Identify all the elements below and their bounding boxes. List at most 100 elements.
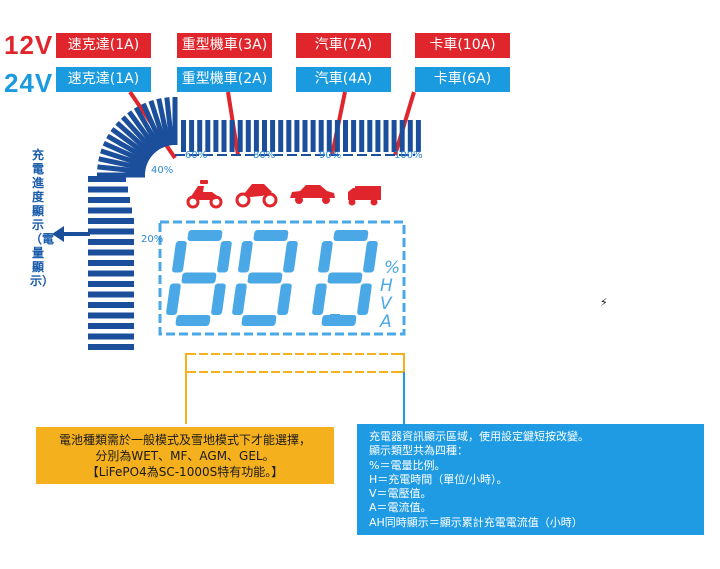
digit-segment: [238, 241, 253, 273]
progress-segment: [229, 120, 235, 152]
truck-icon: [348, 186, 381, 206]
progress-segment: [367, 120, 373, 152]
progress-segment: [343, 120, 348, 152]
progress-segment: [237, 120, 243, 152]
progress-segment: [102, 140, 149, 166]
progress-segment: [88, 344, 134, 350]
progress-segment: [213, 120, 219, 152]
progress-segment: [262, 120, 267, 152]
progress-segment: [115, 120, 155, 157]
progress-segment: [88, 291, 134, 298]
progress-segment: [88, 228, 134, 235]
progress-segment: [127, 110, 160, 153]
progress-segment: [88, 207, 132, 214]
progress-segment: [375, 120, 381, 152]
note-right-line: 充電器資訊顯示區域，使用設定鍵短按改變。: [369, 430, 589, 443]
box-24v-motorcycle: 重型機車(2A): [177, 67, 272, 92]
digit-segment: [187, 230, 223, 241]
display-frame: [158, 220, 406, 336]
progress-segment: [197, 120, 203, 152]
digit-segment: [247, 272, 283, 284]
digit-segment: [241, 315, 277, 326]
progress-segment: [97, 164, 146, 175]
progress-title-vertical: 充電進度顯示（電量顯示）: [30, 148, 55, 288]
info-bracket: [185, 353, 405, 424]
note-right-line: A＝電流值。: [369, 501, 432, 515]
battery-type-note: 電池種類需於一般模式及雪地模式下才能選擇， 分別為WET、MF、AGM、GEL。…: [36, 427, 334, 484]
box-12v-car: 汽車(7A): [296, 33, 391, 58]
digit-segment: [166, 283, 181, 315]
progress-segment: [294, 120, 300, 152]
unit-amp: A: [380, 312, 392, 332]
progress-segment: [88, 239, 134, 245]
progress-segment: [318, 120, 324, 152]
box-12v-scooter: 速克達(1A): [56, 33, 151, 58]
progress-segment: [391, 120, 397, 152]
progress-segment: [245, 120, 251, 152]
progress-segment: [88, 333, 134, 340]
progress-segment: [351, 120, 357, 152]
box-24v-truck: 卡車(6A): [415, 67, 510, 92]
seven-segment-display: [166, 230, 378, 326]
progress-segment: [156, 98, 172, 147]
digit-segment: [217, 241, 232, 273]
progress-segment: [106, 133, 151, 163]
progress-segment: [133, 106, 163, 151]
pct-90-label: 90%: [319, 150, 342, 161]
box-12v-truck: 卡車(10A): [415, 33, 510, 58]
digit-segment: [312, 283, 327, 315]
progress-bar-vertical: [88, 176, 134, 350]
progress-segment: [189, 120, 195, 152]
bolt-icon: ⚡: [600, 297, 608, 309]
pct-20-label: 20%: [141, 234, 164, 245]
pct-100-label: 100%: [394, 150, 423, 161]
pct-40-label: 40%: [151, 165, 174, 176]
box-24v-scooter: 速克達(1A): [56, 67, 151, 92]
note-left-line: 【LiFePO4為SC-1000S特有功能。】: [86, 465, 284, 479]
progress-segment: [399, 120, 405, 152]
digit-segment: [175, 315, 211, 326]
digit-segment: [172, 241, 187, 273]
note-right-line: H＝充電時間（單位/小時）。: [369, 472, 508, 486]
progress-segment: [383, 120, 389, 152]
progress-segment: [270, 120, 276, 152]
unit-hour: H: [380, 276, 393, 296]
progress-segment: [140, 102, 166, 149]
digit-segment-group: [312, 230, 378, 326]
digit-segment: [333, 230, 369, 241]
digit-segment: [253, 230, 289, 241]
note-right-line: AH同時顯示＝顯示累計充電電流值（小時）: [369, 515, 583, 529]
progress-segment: [88, 323, 134, 329]
digit-segment: [318, 241, 333, 273]
note-right-line: 顯示類型共為四種：: [369, 444, 468, 458]
progress-segment: [205, 120, 211, 152]
progress-segment: [310, 120, 316, 152]
progress-segment: [407, 120, 413, 152]
digit-segment: [232, 283, 247, 315]
progress-segment: [326, 120, 332, 152]
digit-segment: [181, 272, 217, 284]
progress-segment: [334, 120, 340, 152]
decimal-point: [330, 314, 340, 324]
progress-segment: [88, 176, 126, 182]
progress-segment: [148, 100, 169, 148]
progress-segment: [88, 260, 134, 266]
progress-segment: [88, 302, 134, 308]
note-right-line: %＝電量比例。: [369, 458, 446, 472]
progress-segment: [286, 120, 292, 152]
box-12v-motorcycle: 重型機車(3A): [177, 33, 272, 58]
note-right-line: V＝電壓值。: [369, 487, 432, 501]
unit-volt: V: [380, 294, 392, 314]
box-24v-car: 汽車(4A): [296, 67, 391, 92]
progress-segment: [221, 120, 227, 152]
unit-percent: %: [384, 258, 401, 278]
progress-segment: [120, 115, 157, 155]
progress-segment: [88, 312, 134, 319]
digit-segment: [327, 272, 363, 284]
car-icon: [290, 185, 335, 204]
digit-segment-group: [166, 230, 232, 326]
progress-segment: [88, 281, 134, 287]
digit-segment: [211, 283, 226, 315]
pct-60-label: 60%: [185, 150, 208, 161]
